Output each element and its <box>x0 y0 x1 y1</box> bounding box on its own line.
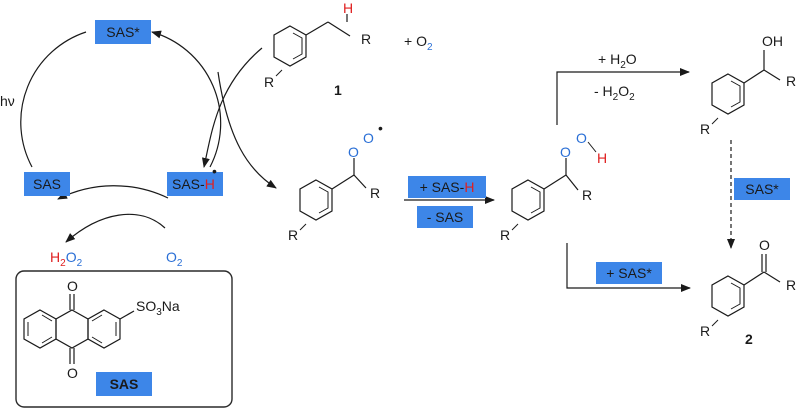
ketone-c-bond <box>743 271 765 286</box>
alcohol-branch: + H2O - H2O2 <box>556 51 690 125</box>
step-1-top-box <box>408 176 486 198</box>
substrate-ring-r-label: R <box>264 74 274 90</box>
ketone-ring-r-bond <box>711 319 719 327</box>
substrate-ring-r-bond <box>275 69 283 77</box>
o2-label: O2 <box>166 249 183 269</box>
substrate-r-label: R <box>361 31 371 47</box>
step-1-bottom-box <box>417 206 473 228</box>
hydroperoxide-r-bond <box>565 174 579 191</box>
dashed-step-box <box>734 178 790 200</box>
sas-h-box <box>167 172 223 196</box>
step-1: + SAS-H - SAS <box>404 176 495 228</box>
ketone-branch-arrow <box>566 243 691 292</box>
sas-ring-right-inner-c <box>91 336 103 344</box>
sas-box <box>24 172 70 196</box>
o2-reagent-label: + O2 <box>404 33 433 53</box>
ketone-compound-label: 2 <box>745 331 753 347</box>
peroxy-radical: O O • R R <box>288 120 383 243</box>
sas-structure-label-box <box>96 372 152 396</box>
alcohol-product: OH R R <box>700 33 796 137</box>
h-abstraction-arrow <box>201 47 263 168</box>
hydroperoxide-r-label: R <box>582 187 592 203</box>
peroxy-ring-inner <box>318 186 329 214</box>
sas-star-label: SAS* <box>106 24 140 40</box>
hydroperoxide-o2-label: O <box>576 130 587 146</box>
hv-label: hν <box>0 93 15 109</box>
sas-h-radical-dot: • <box>212 163 217 179</box>
sas-s-bond <box>119 310 135 320</box>
peroxy-ring <box>299 179 333 221</box>
sas-structure: O O SO3Na SAS <box>15 270 233 408</box>
ketone-o-label: O <box>759 237 770 253</box>
sas-ring-left-inner-b <box>41 314 53 322</box>
hydroperoxide: O O H R R <box>500 130 607 243</box>
ketone-product: O R R 2 <box>700 237 796 347</box>
substrate-ring <box>273 25 307 67</box>
ketone-ring-inner <box>730 282 741 310</box>
sas-label: SAS <box>33 176 61 192</box>
step-1-top-label: + SAS-H <box>420 179 475 195</box>
hydroperoxide-h-label: H <box>597 150 607 166</box>
cycle-arc-bottom <box>57 185 169 200</box>
substrate-ring-inner <box>292 32 303 60</box>
hydroperoxide-ch-bond <box>543 174 567 190</box>
sas-so3na-label: SO3Na <box>136 298 180 318</box>
alcohol-ring-r-bond <box>711 117 719 125</box>
hydroperoxide-oh-bond <box>587 141 597 153</box>
ketone-r-bond <box>763 271 781 283</box>
cycle-arc-right <box>151 30 222 168</box>
alcohol-branch-arrow <box>556 68 690 125</box>
sas-o-top-label: O <box>67 278 78 294</box>
sas-h-label: SAS-H <box>172 176 215 192</box>
alcohol-r-bond <box>763 69 781 81</box>
alcohol-ring-r-label: R <box>700 121 710 137</box>
alcohol-ring-inner <box>730 80 741 108</box>
sas-ring-right-inner-b <box>91 314 103 322</box>
alcohol-step-bottom-label: - H2O2 <box>594 83 635 103</box>
o2-to-h2o2-arrow <box>65 213 166 243</box>
sas-star-box <box>95 20 151 44</box>
substrate-h-label: H <box>343 0 353 16</box>
alcohol-step-top-label: + H2O <box>598 51 637 71</box>
dashed-step: SAS* <box>727 140 790 249</box>
catalytic-cycle: SAS* hν SAS SAS-H • O2 H2O2 <box>0 20 277 269</box>
peroxy-o1-label: O <box>348 144 359 160</box>
h2o2-label: H2O2 <box>50 249 83 269</box>
hydroperoxide-ring <box>511 179 545 221</box>
alcohol-r-label: R <box>786 73 796 89</box>
ketone-r-label: R <box>786 277 796 293</box>
ketone-ring <box>711 275 745 317</box>
ketone-branch: + SAS* <box>566 243 691 292</box>
hydroperoxide-ring-r-bond <box>511 223 519 231</box>
cycle-arc-left <box>20 31 87 168</box>
peroxy-ch-bond <box>331 174 355 190</box>
alcohol-ring <box>711 73 745 115</box>
radical-transfer-arrow <box>217 71 277 189</box>
sas-o-bottom-label: O <box>67 365 78 381</box>
substrate-ch2-bond <box>305 21 329 36</box>
peroxy-r-label: R <box>370 185 380 201</box>
hydroperoxide-ring-inner <box>530 186 541 214</box>
ketone-ring-r-label: R <box>700 323 710 339</box>
sas-structure-label: SAS <box>110 376 139 392</box>
substrate-1: H R R 1 + O2 <box>264 0 433 98</box>
substrate-r-bond <box>327 21 351 37</box>
ketone-step-box <box>596 262 662 284</box>
hydroperoxide-o1-label: O <box>560 144 571 160</box>
ketone-step-label: + SAS* <box>606 265 652 281</box>
alcohol-ch-bond <box>743 69 765 84</box>
peroxy-radical-dot: • <box>378 120 383 136</box>
sas-ring-left-inner-c <box>41 336 53 344</box>
peroxy-r-bond <box>353 174 367 189</box>
peroxy-o2-label: O <box>363 130 374 146</box>
peroxy-ring-r-bond <box>299 223 307 231</box>
hydroperoxide-ring-r-label: R <box>500 227 510 243</box>
alcohol-oh-label: OH <box>762 33 783 49</box>
dashed-step-label: SAS* <box>745 181 779 197</box>
peroxy-ring-r-label: R <box>288 227 298 243</box>
substrate-compound-label: 1 <box>334 82 342 98</box>
step-1-bottom-label: - SAS <box>427 209 464 225</box>
